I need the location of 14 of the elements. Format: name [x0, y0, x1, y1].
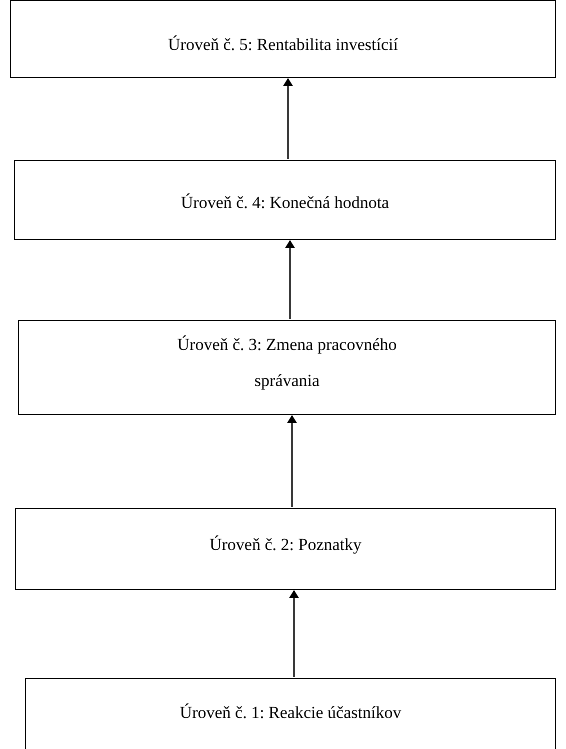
arrow [289, 590, 299, 677]
level-label: Úroveň č. 4: Konečná hodnota [180, 192, 390, 214]
level-label: Úroveň č. 1: Reakcie účastníkov [180, 702, 402, 724]
level-label: Úroveň č. 2: Poznatky [209, 534, 362, 556]
arrow [285, 240, 295, 319]
level-box [25, 678, 556, 749]
level-box [10, 0, 556, 78]
level-label: Úroveň č. 3: Zmena pracovného správania [176, 334, 398, 392]
level-box [15, 508, 556, 590]
level-box [14, 160, 556, 240]
arrow [287, 415, 297, 507]
arrow [283, 78, 293, 159]
level-box [18, 320, 556, 415]
level-label: Úroveň č. 5: Rentabilita investícií [168, 34, 398, 56]
